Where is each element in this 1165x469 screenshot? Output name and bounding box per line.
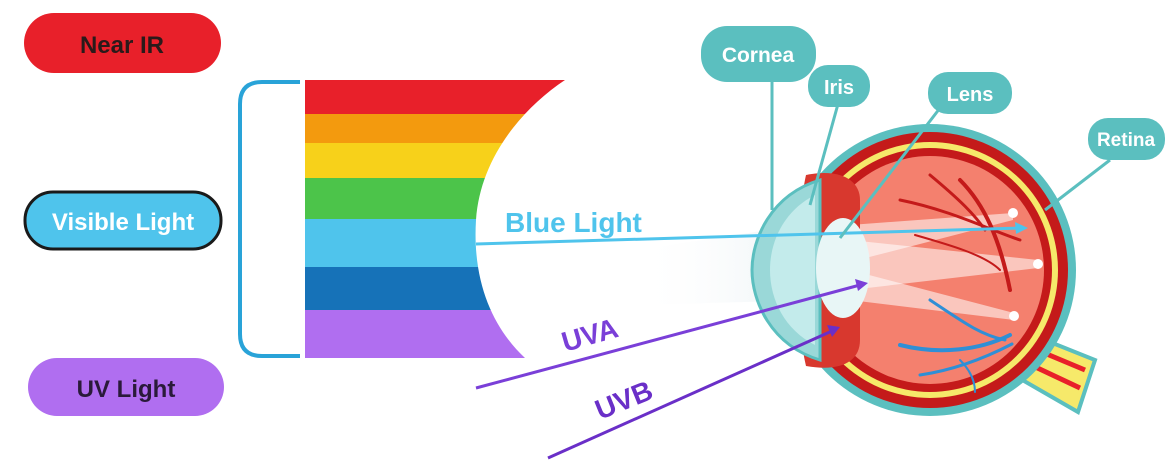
uv-light-label: UV Light bbox=[77, 376, 176, 403]
lens-label: Lens bbox=[947, 84, 994, 106]
retina-spot-middle bbox=[1033, 259, 1043, 269]
iris-label: Iris bbox=[824, 77, 854, 99]
uv-light-pill: UV Light bbox=[28, 358, 224, 416]
eye-illustration bbox=[750, 124, 1098, 416]
cornea-callout: Cornea bbox=[701, 26, 816, 82]
iris-callout: Iris bbox=[808, 65, 870, 107]
spectrum-band bbox=[305, 143, 565, 178]
callout-leaders bbox=[770, 80, 1111, 239]
cornea-label: Cornea bbox=[722, 44, 795, 67]
retina-callout: Retina bbox=[1088, 118, 1165, 160]
retinal-vessels bbox=[898, 173, 1022, 393]
spectrum-band bbox=[305, 80, 565, 114]
retina-spot-top bbox=[1008, 208, 1018, 218]
retina-label: Retina bbox=[1097, 130, 1156, 151]
blue-light-ray bbox=[475, 222, 1028, 246]
spectrum-band bbox=[305, 310, 565, 358]
uvb-label: UVB bbox=[591, 375, 657, 426]
uva-ray bbox=[475, 279, 868, 390]
visible-light-label: Visible Light bbox=[52, 209, 194, 236]
spectrum-bracket bbox=[238, 80, 300, 358]
visible-light-pill: Visible Light bbox=[23, 190, 223, 251]
near-ir-pill: Near IR bbox=[24, 13, 221, 73]
blue-light-label: Blue Light bbox=[505, 207, 642, 238]
inner-light-rays bbox=[850, 213, 1038, 320]
spectrum-band bbox=[305, 114, 565, 143]
retina-spot-bottom bbox=[1009, 311, 1019, 321]
uvb-ray bbox=[547, 325, 840, 460]
near-ir-label: Near IR bbox=[80, 32, 164, 59]
spectrum-band bbox=[305, 267, 565, 310]
lens-callout: Lens bbox=[928, 72, 1012, 114]
